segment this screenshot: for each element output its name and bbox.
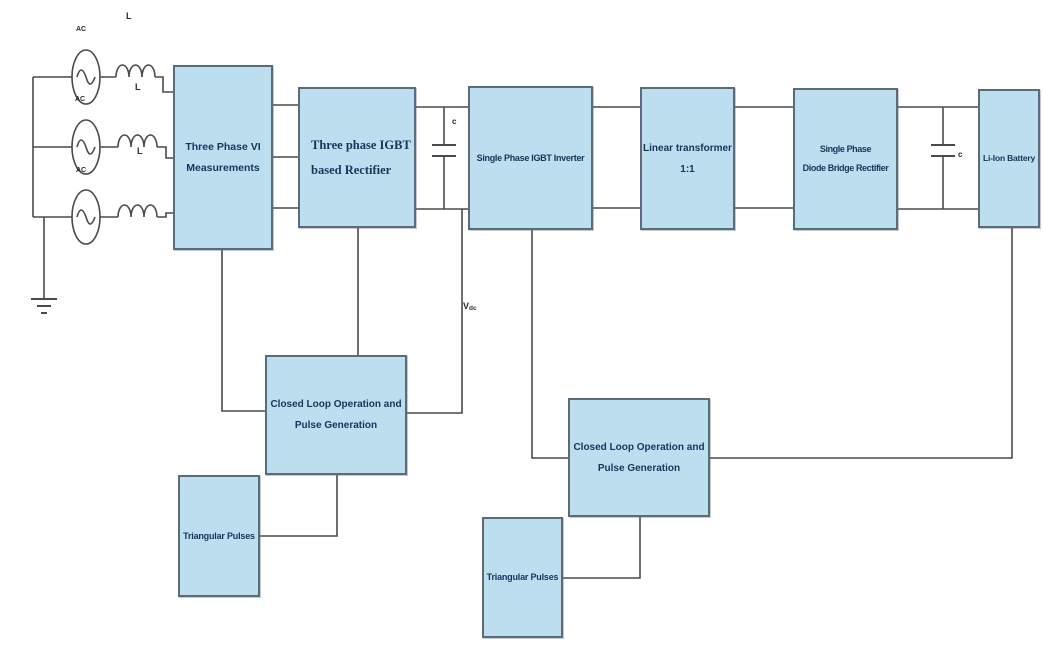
block-label-line: Single Phase IGBT Inverter [476, 152, 585, 163]
block-three-phase-igbt-rectifier: Three phase IGBT based Rectifier [298, 87, 416, 228]
capacitor-1-icon [432, 144, 456, 157]
block-label-line: Triangular Pulses [183, 530, 255, 541]
wire-transformer-to-diode-rectifier [735, 106, 793, 209]
block-single-phase-igbt-inverter: Single Phase IGBT Inverter [468, 86, 593, 230]
wire-closed-loop-2-to-triangular-2 [563, 517, 641, 579]
inductor-2-label: L [135, 82, 141, 92]
block-label-line: based Rectifier [311, 162, 392, 177]
block-label-line: Closed Loop Operation and [270, 399, 402, 410]
vdc-label-main: V [463, 301, 470, 311]
ac-source-2-sine [76, 139, 96, 155]
wire-phase-2 [100, 134, 173, 159]
wire-vi-to-closed-loop-1 [221, 250, 265, 412]
ac-source-2-label: AC [75, 96, 86, 103]
block-label-line: Diode Bridge Rectifier [802, 163, 889, 173]
block-label-line: Three phase IGBT [311, 137, 411, 152]
block-label-line: Pulse Generation [294, 420, 378, 431]
block-label-line: Triangular Pulses [486, 572, 559, 583]
wire-vdc-to-closed-loop-1 [407, 209, 463, 414]
block-linear-transformer: Linear transformer 1:1 [640, 87, 735, 230]
ac-source-1-label: AC [76, 26, 87, 33]
block-triangular-pulses-2: Triangular Pulses [482, 517, 563, 638]
wire-phase-1 [100, 64, 173, 93]
ground-icon [31, 298, 57, 314]
block-label-line: Single Phase [819, 144, 872, 155]
block-single-phase-diode-bridge-rectifier: Single Phase Diode Bridge Rectifier [793, 88, 898, 230]
ac-source-3-label: AC [76, 167, 87, 174]
wire-closed-loop-1-to-triangular-1 [260, 475, 338, 537]
capacitor-2-icon [931, 144, 955, 157]
block-label-line: Li-Ion Battery [983, 152, 1035, 163]
wire-inverter-to-closed-loop-2 [531, 230, 568, 459]
block-label-line: Three Phase VI [185, 140, 261, 153]
inductor-1-label: L [126, 11, 132, 21]
block-triangular-pulses-1: Triangular Pulses [178, 475, 260, 597]
capacitor-2-label: c [958, 150, 963, 159]
block-three-phase-vi-measurements: Three Phase VI Measurements [173, 65, 273, 250]
block-label-line: Linear transformer [643, 142, 732, 154]
block-label-line: Pulse Generation [597, 462, 681, 474]
wire-phase-3 [100, 204, 173, 218]
ac-source-3-sine [76, 209, 96, 225]
vdc-label: Vdc [463, 301, 477, 312]
inductor-3-label: L [137, 146, 143, 156]
vdc-label-sub: dc [469, 305, 477, 312]
wire-dc-bus-2 [898, 106, 978, 210]
ac-source-1-sine [76, 69, 96, 85]
block-label-line: Closed Loop Operation and [573, 441, 705, 453]
wire-inverter-to-transformer [593, 106, 640, 209]
block-closed-loop-2: Closed Loop Operation and Pulse Generati… [568, 398, 710, 517]
wire-closed-loop-2-to-battery [710, 228, 1013, 459]
block-closed-loop-1: Closed Loop Operation and Pulse Generati… [265, 355, 407, 475]
block-li-ion-battery: Li-Ion Battery [978, 89, 1040, 228]
wire-vi-to-rectifier [273, 104, 298, 209]
block-label-line: Measurements [186, 161, 260, 174]
wire-dc-bus-1 [416, 106, 468, 210]
capacitor-1-label: c [452, 117, 457, 126]
block-label-line: 1:1 [680, 163, 695, 175]
wire-source-bus [32, 76, 72, 218]
